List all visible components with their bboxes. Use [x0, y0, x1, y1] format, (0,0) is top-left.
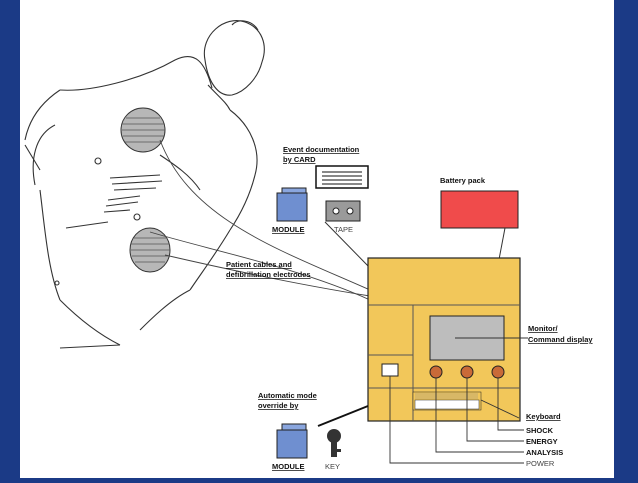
- monitor-line2: Command display: [528, 335, 593, 344]
- control-leader-lines: [389, 376, 524, 464]
- module-icon-bottom: [276, 423, 308, 459]
- auto-mode-line1: Automatic mode: [258, 391, 317, 400]
- key-icon: [327, 429, 341, 457]
- tape-leader-line: [324, 221, 373, 271]
- tape-icon: [325, 200, 361, 222]
- aed-device: [367, 257, 521, 422]
- keyboard-area: [412, 391, 482, 411]
- battery-label: Battery pack: [440, 176, 486, 185]
- electrode-pad-lower-hatch: [131, 237, 170, 263]
- module-bottom-label: MODULE: [272, 462, 305, 471]
- electrode-pad-upper-hatch: [122, 117, 165, 143]
- battery-pack: [440, 190, 519, 229]
- override-leader-line: [317, 405, 369, 427]
- shock-label: SHOCK: [526, 426, 554, 435]
- energy-label: ENERGY: [526, 437, 558, 446]
- power-label: POWER: [526, 459, 555, 468]
- energy-knob: [460, 365, 474, 379]
- patient-body-sketch: [24, 20, 265, 349]
- patient-cables-line2: defibrillation electrodes: [226, 270, 311, 279]
- monitor-line1: Monitor/: [528, 324, 558, 333]
- card-icon: [315, 165, 369, 189]
- event-doc-line1: Event documentation: [283, 145, 360, 154]
- keyboard-label: Keyboard: [526, 412, 561, 421]
- patient-cables: [149, 139, 371, 301]
- shock-knob: [491, 365, 505, 379]
- auto-mode-line2: override by: [258, 401, 299, 410]
- white-panel: [20, 0, 614, 478]
- analysis-knob: [429, 365, 443, 379]
- analysis-label: ANALYSIS: [526, 448, 563, 457]
- key-label: KEY: [325, 462, 340, 471]
- module-icon-top: [276, 187, 308, 222]
- event-doc-line2: by CARD: [283, 155, 316, 164]
- module-top-label: MODULE: [272, 225, 305, 234]
- tape-label: TAPE: [334, 225, 353, 234]
- patient-cables-line1: Patient cables and: [226, 260, 292, 269]
- power-switch: [381, 363, 399, 377]
